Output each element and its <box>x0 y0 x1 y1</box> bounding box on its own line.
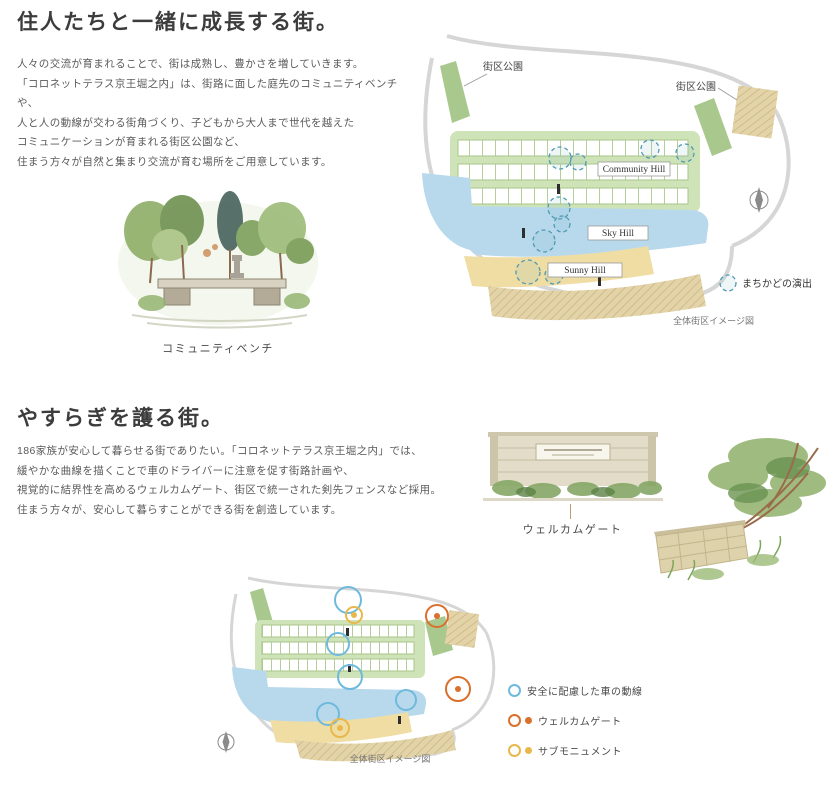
site-map-safety: 全体街区イメージ図 <box>200 572 630 772</box>
paragraph-line: 視覚的に結界性を高めるウェルカムゲート、街区で統一された剣先フェンスなど採用。 <box>17 484 442 496</box>
compass-icon <box>749 187 769 213</box>
machikado-legend-circle-icon <box>719 274 737 292</box>
machikado-legend: まちかどの演出 <box>719 274 812 292</box>
sub-monument-circle-icon <box>508 744 532 757</box>
legend-item-gate: ウェルカムゲート <box>508 713 643 728</box>
paragraph-line: 住まう方々が、安心して暮らすことができる街を創造しています。 <box>17 503 342 516</box>
section2-title: やすらぎを護る街。 <box>17 406 224 430</box>
park-area-left <box>440 61 470 123</box>
legend-label: 安全に配慮した車の動線 <box>527 687 643 698</box>
compass-icon <box>217 731 235 753</box>
paragraph-line: コミュニケーションが育まれる街区公園など、 <box>17 136 246 148</box>
traffic-flow-circle-icon <box>508 684 521 697</box>
section-markers <box>346 628 401 724</box>
machikado-legend-label: まちかどの演出 <box>742 277 812 290</box>
park-area-right <box>694 98 732 156</box>
housing-rows <box>261 624 415 672</box>
paragraph-line: 人々の交流が育まれることで、街は成熟し、豊かさを増していきます。 <box>17 58 364 70</box>
section1-title: 住人たちと一緒に成長する街。 <box>17 10 339 34</box>
gate-illustration-svg <box>483 432 663 501</box>
section-markers <box>522 184 601 286</box>
paragraph-line: 人と人の動線が交わる街角づくり、子どもから大人まで世代を越えた <box>17 116 355 129</box>
welcome-gate-markers <box>425 604 471 702</box>
site-map-2-svg: 全体街区イメージ図 <box>217 576 496 764</box>
gate-sign <box>535 443 611 461</box>
map2-caption: 全体街区イメージ図 <box>350 753 431 764</box>
park-label-right: 街区公園 <box>676 80 716 93</box>
bench-illustration-svg <box>118 191 318 329</box>
traffic-flow-circles <box>316 586 417 726</box>
park-area-left <box>250 588 273 628</box>
hatched-block-right <box>444 610 480 648</box>
map-legend: 安全に配慮した車の動線 ウェルカムゲート サブモニュメント <box>508 683 643 773</box>
bench-caption: コミュニティベンチ <box>162 343 274 355</box>
section1-paragraph: 人々の交流が育まれることで、街は成熟し、豊かさを増していきます。 「コロネットテ… <box>17 55 417 172</box>
sub-monument-markers <box>330 606 363 738</box>
hatched-block-bottom <box>488 274 706 321</box>
welcome-gate-illustration <box>478 418 668 510</box>
park-label-left: 街区公園 <box>483 60 523 73</box>
bench <box>157 278 287 306</box>
legend-item-traffic: 安全に配慮した車の動線 <box>508 683 643 698</box>
sky-hill-label: Sky Hill <box>602 229 634 239</box>
site-map-community: 街区公園 街区公園 Community Hill Sky Hill Sunny … <box>392 28 812 333</box>
gate-caption: ウェルカムゲート <box>522 524 623 536</box>
paragraph-line: 緩やかな曲線を描くことで車のドライバーに注意を促す街路計画や、 <box>17 464 355 477</box>
stone-lantern <box>230 255 244 278</box>
hatched-block-bottom <box>295 730 456 762</box>
legend-item-monument: サブモニュメント <box>508 743 643 758</box>
stone-wall-illustration <box>648 428 833 593</box>
site-map-1-svg: 街区公園 街区公園 Community Hill Sky Hill Sunny … <box>422 34 812 326</box>
sunny-hill-label: Sunny Hill <box>564 266 606 276</box>
paragraph-line: 「コロネットテラス京王堀之内」は、街路に面した庭先のコミュニティベンチや、 <box>17 77 398 110</box>
flower-accents <box>203 244 218 257</box>
shrubs <box>138 293 310 311</box>
welcome-gate-circle-icon <box>508 714 532 727</box>
machikado-circles <box>515 139 695 285</box>
legend-label: ウェルカムゲート <box>538 717 622 728</box>
gate-caption-connector <box>570 504 571 519</box>
section2-paragraph: 186家族が安心して暮らせる街でありたい。「コロネットテラス京王堀之内」では、 … <box>17 442 457 520</box>
paragraph-line: 住まう方々が自然と集まり交流が育む場所をご用意しています。 <box>17 155 332 168</box>
ground-strokes <box>131 314 308 329</box>
community-bench-illustration <box>112 183 324 335</box>
trees <box>124 191 314 264</box>
legend-label: サブモニュメント <box>538 747 622 758</box>
hatched-block-right <box>731 85 779 139</box>
park-labels: 街区公園 街区公園 <box>463 60 738 101</box>
community-hill-label: Community Hill <box>603 165 666 175</box>
stone-wall <box>654 520 749 574</box>
paragraph-line: 186家族が安心して暮らせる街でありたい。「コロネットテラス京王堀之内」では、 <box>17 445 423 457</box>
wall-illustration-svg <box>654 438 826 581</box>
hill-name-plates: Community Hill Sky Hill Sunny Hill <box>547 161 671 278</box>
map1-caption: 全体街区イメージ図 <box>673 315 754 326</box>
water-band <box>232 667 427 725</box>
